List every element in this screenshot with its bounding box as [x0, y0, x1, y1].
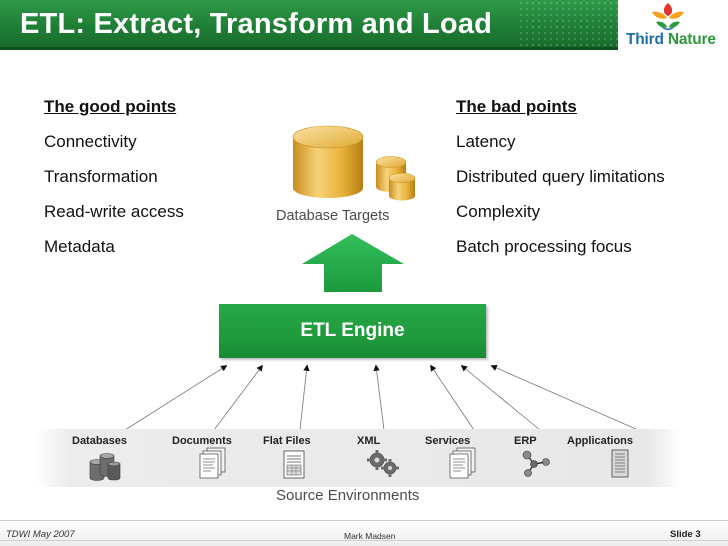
logo-wordmark: Third Nature: [626, 31, 716, 48]
slide-title: ETL: Extract, Transform and Load: [20, 8, 493, 40]
bad-points-heading: The bad points: [456, 97, 577, 116]
connector-documents: [213, 364, 263, 431]
documents-icon: [199, 447, 226, 479]
flat-files-icon: [283, 450, 305, 479]
etl-engine-label: ETL Engine: [300, 320, 405, 341]
footer-slide-number: Slide 3: [670, 529, 701, 540]
bad-points-list: The bad points Latency Distributed query…: [456, 97, 665, 272]
databases-icon: [89, 453, 121, 481]
good-point-item: Transformation: [44, 167, 158, 186]
bad-point-item: Batch processing focus: [456, 237, 632, 256]
connector-xml: [373, 364, 385, 431]
footer-event: TDWI May 2007: [6, 529, 75, 540]
good-points-list: The good points Connectivity Transformat…: [44, 97, 184, 272]
connector-applications: [490, 364, 639, 431]
logo-text: Third Nature: [626, 31, 716, 49]
source-environments-label: Source Environments: [276, 487, 420, 504]
title-bar: ETL: Extract, Transform and Load: [0, 0, 618, 50]
third-nature-logo: Third Nature: [622, 0, 728, 52]
services-icon: [449, 447, 476, 479]
source-label-documents: Documents: [172, 435, 232, 447]
source-label-erp: ERP: [514, 435, 537, 447]
xml-gears-icon: [367, 450, 399, 477]
good-point-item: Metadata: [44, 237, 115, 256]
source-label-databases: Databases: [72, 435, 128, 447]
connector-services: [430, 364, 475, 431]
good-points-heading: The good points: [44, 97, 177, 116]
source-label-xml: XML: [357, 435, 381, 447]
slide-footer: TDWI May 2007 Mark Madsen Slide 3: [0, 520, 728, 546]
footer-rule: [0, 540, 728, 541]
etl-engine-box: ETL Engine: [219, 304, 486, 358]
good-point-item: Read-write access: [44, 202, 184, 221]
good-point-item: Connectivity: [44, 132, 137, 151]
title-bar-texture: [518, 0, 618, 50]
connector-erp: [460, 364, 541, 431]
bad-point-item: Distributed query limitations: [456, 167, 665, 186]
bad-point-item: Complexity: [456, 202, 541, 221]
source-label-flat-files: Flat Files: [263, 435, 311, 447]
title-bar-underline: [0, 47, 618, 50]
source-label-services: Services: [425, 435, 471, 447]
connector-flat-files: [299, 364, 310, 431]
database-targets-label: Database Targets: [276, 208, 390, 224]
connector-databases: [124, 365, 228, 431]
bad-point-item: Latency: [456, 132, 516, 151]
logo-mark-icon: [652, 3, 684, 30]
applications-icon: [611, 449, 629, 478]
erp-network-icon: [522, 450, 550, 477]
source-label-applications: Applications: [567, 435, 634, 447]
source-environments-band: [36, 429, 681, 487]
footer-author: Mark Madsen: [344, 531, 396, 541]
